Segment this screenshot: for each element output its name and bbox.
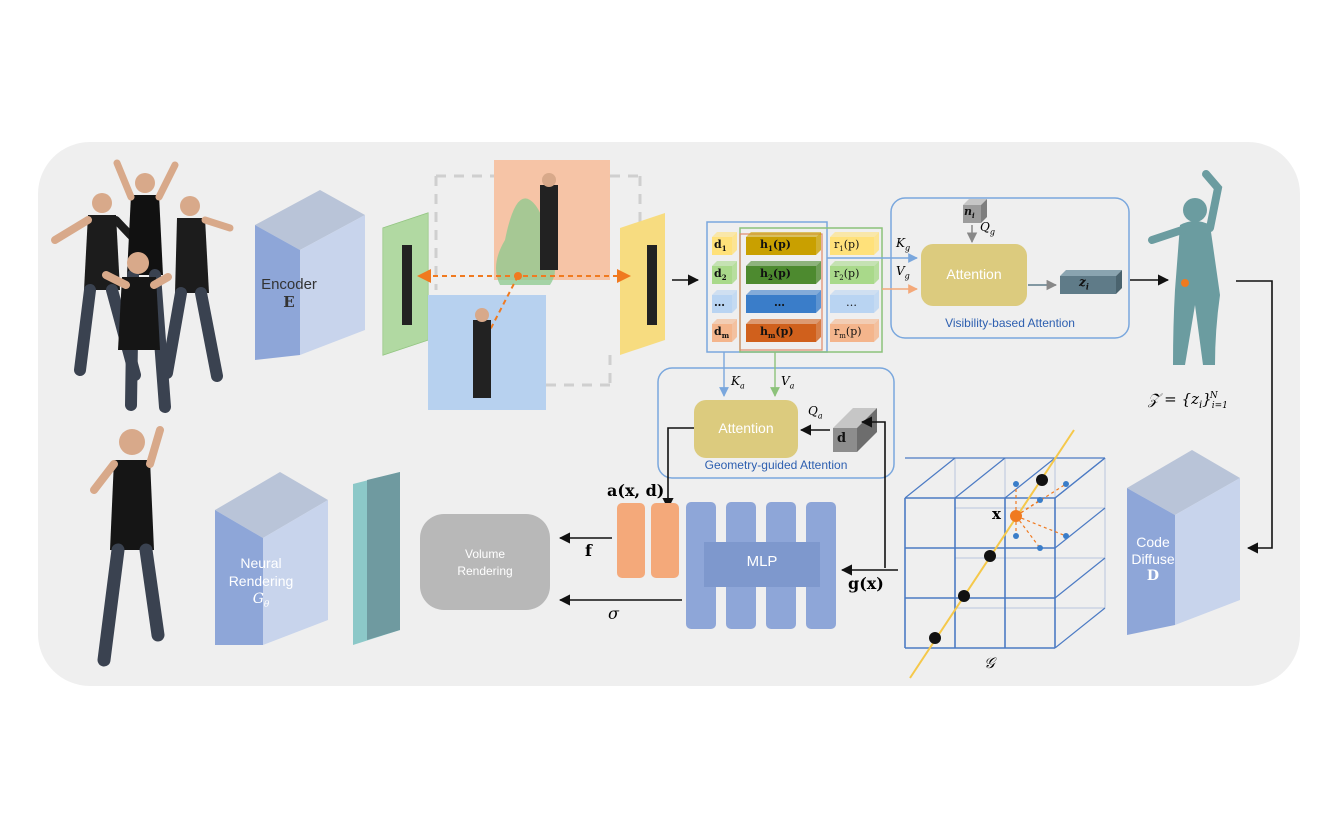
r-label-3: rm(p) [834, 325, 862, 341]
d-label-0: d1 [714, 238, 727, 254]
h-label-1: h2(p) [760, 267, 791, 283]
latent-code-bar [1060, 270, 1122, 294]
encoder-label: Encoder E [261, 276, 317, 311]
d-label-1: d2 [714, 267, 727, 283]
qa-label: Qa [808, 404, 823, 421]
d-cell-1 [712, 261, 737, 284]
r-cell-3 [830, 319, 879, 342]
ni-label: ni [964, 205, 975, 221]
code-diffuse-block [1127, 450, 1240, 635]
sample-point-2 [984, 550, 996, 562]
d-label: d [837, 431, 847, 446]
grid-depth-line [1054, 557, 1106, 599]
d-cell-3 [712, 319, 737, 342]
r-cell-1 [830, 261, 879, 284]
r-cell-0 [830, 232, 879, 255]
h-cell-3 [746, 319, 821, 342]
interp-link-4 [1015, 499, 1041, 517]
triplane-cube [382, 160, 665, 410]
h-label-0: h1(p) [760, 238, 791, 254]
h-cell-1 [746, 261, 821, 284]
visibility-attention-caption: Visibility-based Attention [945, 316, 1075, 330]
attention-top-label: Attention [946, 266, 1002, 282]
vg-label: Vg [896, 264, 910, 281]
grid-label: 𝒢 [984, 654, 995, 672]
interp-link-2 [1015, 515, 1067, 537]
h-label-3: hm(p) [760, 325, 794, 341]
kg-label: Kg [896, 236, 911, 253]
normal-cube [963, 199, 987, 223]
sample-point-3 [1036, 474, 1048, 486]
interp-link-5 [1015, 515, 1041, 549]
grid-depth-line [1054, 457, 1106, 499]
feature-table [706, 221, 883, 353]
sigma-label: σ [608, 604, 619, 623]
neural-rendering-label: Neural Rendering Gθ [228, 555, 294, 610]
h-label-2: … [774, 296, 785, 309]
attention-bottom-label: Attention [718, 420, 774, 436]
appearance-feature-bar-2 [651, 503, 679, 578]
latent-set-label: 𝒵 = {zi}i=1N [1148, 390, 1228, 411]
grid-depth-line [1004, 457, 1056, 499]
grid-depth-line [1054, 607, 1106, 649]
feature-label: f [585, 541, 592, 560]
neural-rendering-block [215, 472, 400, 645]
h-cell-2 [746, 290, 821, 313]
point-x-label: x [992, 505, 1001, 523]
attention-top-block [921, 244, 1027, 306]
code-diffuse-label: Code Diffuse D [1131, 534, 1175, 584]
zi-label: zi [1079, 275, 1089, 292]
interp-link-1 [1015, 483, 1067, 517]
sample-point-1 [958, 590, 970, 602]
grid-depth-line [1054, 507, 1106, 549]
attention-bottom-block [694, 400, 798, 458]
grid-vertex-3 [1013, 533, 1019, 539]
qg-label: Qg [980, 220, 995, 237]
h-cell-0 [746, 232, 821, 255]
grid-depth-line [904, 457, 956, 499]
output-render-figure [90, 426, 165, 667]
appearance-label: a(x, d) [607, 481, 665, 500]
d-label-2: … [714, 296, 725, 309]
appearance-feature-bar-1 [617, 503, 645, 578]
ka-label: Ka [731, 374, 745, 391]
body-mesh [1148, 170, 1223, 365]
va-label: Va [781, 374, 795, 391]
voxel-grid [904, 429, 1106, 679]
grid-vertex-5 [1037, 545, 1043, 551]
geometry-attention-box [657, 367, 895, 479]
geometry-attention-caption: Geometry-guided Attention [704, 458, 848, 472]
mlp-block [686, 502, 836, 629]
grid-vertex-1 [1063, 481, 1069, 487]
volume-rendering-label: Volume Rendering [457, 547, 513, 578]
query-point [1010, 510, 1022, 522]
d-cell-0 [712, 232, 737, 255]
r-label-1: r2(p) [834, 267, 860, 283]
grid-vertex-0 [1013, 481, 1019, 487]
sample-point-0 [929, 632, 941, 644]
r-label-0: r1(p) [834, 238, 860, 254]
geometry-feature-label: g(x) [848, 574, 884, 593]
r-cell-2 [830, 290, 879, 313]
encoder-block [255, 190, 365, 360]
volume-rendering-box [420, 514, 550, 610]
mlp-label: MLP [746, 553, 778, 570]
d-label-3: dm [714, 325, 730, 341]
d-cell-2 [712, 290, 737, 313]
grid-vertex-2 [1063, 533, 1069, 539]
visibility-attention-box [890, 197, 1130, 339]
input-views-figures [51, 159, 234, 413]
r-label-2: … [846, 296, 857, 309]
grid-depth-line [954, 457, 1006, 499]
grid-vertex-4 [1037, 497, 1043, 503]
